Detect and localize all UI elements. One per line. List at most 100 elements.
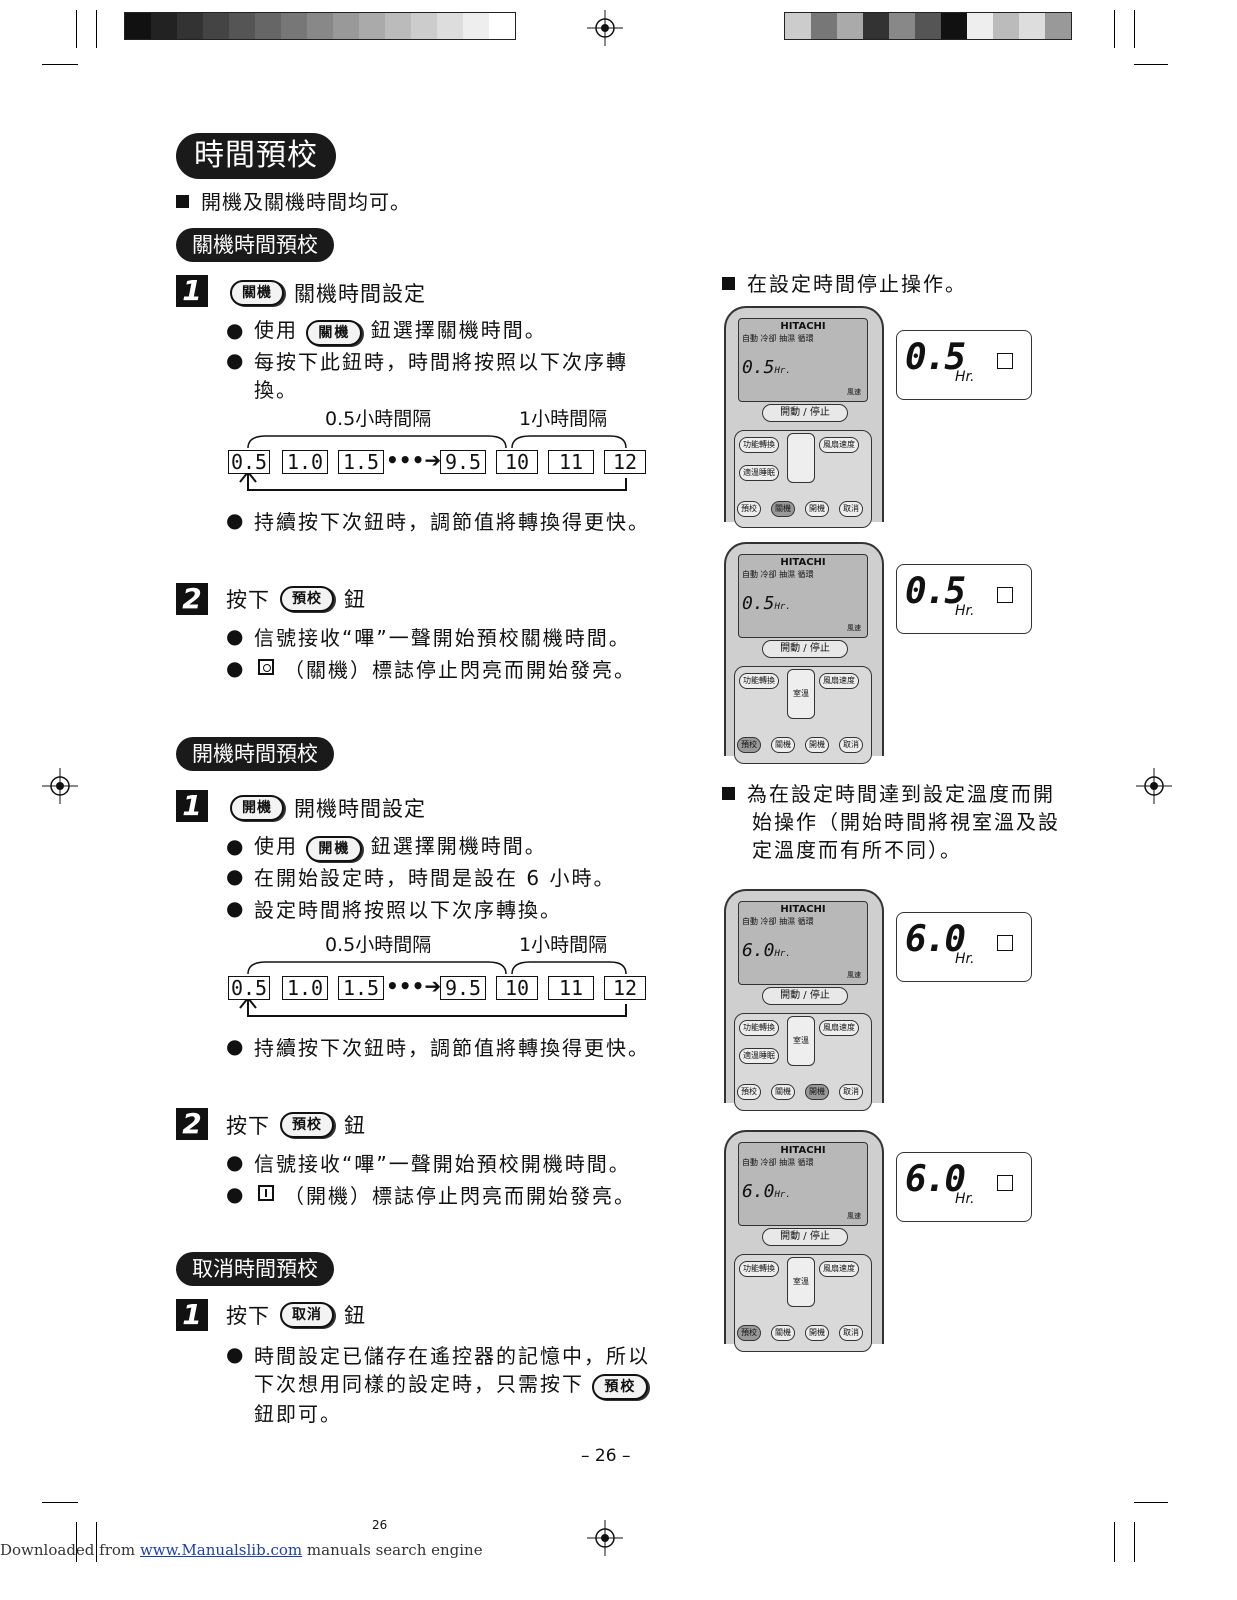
manualslib-link[interactable]: www.Manualslib.com bbox=[139, 1541, 303, 1559]
bullet-dot: ● bbox=[226, 348, 244, 372]
on-step1: 開機 開機時間設定 bbox=[230, 793, 426, 823]
page-title: 時間預校 bbox=[176, 133, 336, 179]
crop-mark bbox=[1114, 10, 1115, 48]
seq-label-half: 0.5小時間隔 bbox=[325, 408, 432, 430]
step-number-2: 2 bbox=[176, 1108, 208, 1140]
lcd-zoom-on-set: 6.0 Hr. bbox=[896, 1152, 1032, 1222]
bullet-dot: ● bbox=[226, 1150, 244, 1174]
seq-value-0: 0.5 bbox=[228, 976, 270, 1000]
color-registration-bar-right bbox=[784, 12, 1072, 40]
on-bullet-6: （開機）標誌停止閃亮而開始發亮。 bbox=[284, 1184, 636, 1208]
seq-label-hour: 1小時間隔 bbox=[519, 408, 608, 430]
crop-mark bbox=[1134, 64, 1168, 65]
on-bullet-3: 設定時間將按照以下次序轉換。 bbox=[254, 898, 562, 922]
lcd-zoom-off-blinking: 0.5 Hr. bbox=[896, 330, 1032, 400]
seq-value-4: 10 bbox=[496, 450, 538, 474]
step-number-1: 1 bbox=[176, 275, 208, 307]
on-timer-icon bbox=[258, 1185, 274, 1201]
registration-target-icon bbox=[1136, 768, 1172, 804]
remote-lcd: HITACHI 自動 冷卻 抽濕 循環 6.0Hr. 風速 bbox=[738, 901, 868, 985]
remote-controller-illustration: HITACHI 自動 冷卻 抽濕 循環 6.0Hr. 風速 開動 / 停止 功能… bbox=[724, 889, 884, 1111]
registration-target-icon bbox=[42, 768, 78, 804]
remote-controller-illustration: HITACHI 自動 冷卻 抽濕 循環 0.5Hr. 風速 開動 / 停止 功能… bbox=[724, 306, 884, 528]
right-note-1: 在設定時間停止操作。 bbox=[722, 270, 967, 298]
cancel-section-heading: 取消時間預校 bbox=[176, 1252, 334, 1286]
square-bullet-icon bbox=[722, 277, 735, 290]
reserve-button-icon: 預校 bbox=[280, 1112, 334, 1138]
square-bullet-icon bbox=[176, 195, 189, 208]
bullet-dot: ● bbox=[226, 1034, 244, 1058]
on-button-icon: 開機 bbox=[230, 795, 284, 821]
off-button-icon: 關機 bbox=[230, 280, 284, 306]
remote-button-panel: 功能轉換 風扇速度 室溫 預校 關機 開機 取消 bbox=[734, 1254, 872, 1352]
crop-mark bbox=[1134, 1522, 1135, 1562]
lcd-zoom-on-blinking: 6.0 Hr. bbox=[896, 912, 1032, 982]
seq-value-5: 11 bbox=[548, 450, 594, 474]
crop-mark bbox=[42, 64, 78, 65]
seq-value-3: 9.5 bbox=[440, 976, 486, 1000]
seq-value-1: 1.0 bbox=[282, 976, 328, 1000]
remote-button-panel: 功能轉換 風扇速度 適溫睡眠 室溫 預校 關機 開機 取消 bbox=[734, 1013, 872, 1111]
on-section-heading: 開機時間預校 bbox=[176, 737, 334, 771]
on-bullet-4: 持續按下次鈕時，調節值將轉換得更快。 bbox=[254, 1036, 650, 1060]
remote-button-panel: 功能轉換 風扇速度 適溫睡眠 預校 關機 開機 取消 bbox=[734, 430, 872, 528]
crop-mark bbox=[1134, 1502, 1168, 1503]
bullet-dot: ● bbox=[226, 508, 244, 532]
off-bullet-4: 信號接收“嗶”一聲開始預校關機時間。 bbox=[254, 626, 631, 650]
lcd-zoom-off-set: 0.5 Hr. bbox=[896, 564, 1032, 634]
crop-mark bbox=[76, 1522, 77, 1562]
step-number-1: 1 bbox=[176, 1299, 208, 1331]
remote-lcd: HITACHI 自動 冷卻 抽濕 循環 0.5Hr. 風速 bbox=[738, 554, 868, 638]
square-bullet-icon bbox=[722, 787, 735, 800]
bullet-dot: ● bbox=[226, 864, 244, 888]
blinking-on-timer-icon bbox=[997, 935, 1013, 951]
seq-value-2: 1.5 bbox=[338, 976, 384, 1000]
crop-mark bbox=[96, 10, 97, 48]
remote-controller-illustration: HITACHI 自動 冷卻 抽濕 循環 0.5Hr. 風速 開動 / 停止 功能… bbox=[724, 542, 884, 764]
page-number: – 26 – bbox=[581, 1446, 631, 1466]
on-bullet-5: 信號接收“嗶”一聲開始預校開機時間。 bbox=[254, 1152, 631, 1176]
off-bullet-1: ●使用 關機 鈕選擇關機時間。 bbox=[226, 316, 664, 346]
bullet-dot: ● bbox=[226, 1342, 244, 1366]
crop-mark bbox=[76, 10, 77, 48]
on-timer-icon bbox=[997, 1175, 1013, 1191]
registration-target-icon bbox=[587, 1520, 623, 1556]
crop-mark bbox=[42, 1502, 78, 1503]
off-bullet-3: 持續按下次鈕時，調節值將轉換得更快。 bbox=[254, 510, 650, 534]
download-footer: Downloaded from www.Manualslib.com manua… bbox=[0, 1541, 483, 1559]
on-bullet-2: 在開始設定時，時間是設在 6 小時。 bbox=[254, 866, 616, 890]
remote-lcd: HITACHI 自動 冷卻 抽濕 循環 6.0Hr. 風速 bbox=[738, 1142, 868, 1226]
off-bullet-2: 每按下此鈕時，時間將按照以下次序轉換。 bbox=[254, 350, 628, 402]
right-note-2: 為在設定時間達到設定溫度而開始操作（開始時間將視室溫及設定溫度而有所不同）。 bbox=[722, 780, 1072, 864]
seq-label-hour: 1小時間隔 bbox=[519, 934, 608, 956]
on-step2: 按下 預校 鈕 bbox=[226, 1112, 366, 1138]
reserve-button-icon: 預校 bbox=[280, 586, 334, 612]
intro-note: 開機及關機時間均可。 bbox=[176, 186, 411, 215]
on-button-icon: 開機 bbox=[306, 836, 363, 862]
seq-value-3: 9.5 bbox=[440, 450, 486, 474]
cancel-button-icon: 取消 bbox=[280, 1302, 334, 1328]
seq-value-6: 12 bbox=[604, 976, 646, 1000]
off-section-heading: 關機時間預校 bbox=[176, 228, 334, 262]
step-number-2: 2 bbox=[176, 583, 208, 615]
crop-mark bbox=[1134, 10, 1135, 48]
seq-value-5: 11 bbox=[548, 976, 594, 1000]
reserve-button-icon: 預校 bbox=[592, 1374, 649, 1400]
cancel-step1: 按下 取消 鈕 bbox=[226, 1302, 366, 1328]
seq-value-1: 1.0 bbox=[282, 450, 328, 474]
seq-value-6: 12 bbox=[604, 450, 646, 474]
off-bullet-5: （關機）標誌停止閃亮而開始發亮。 bbox=[284, 658, 636, 682]
off-step2: 按下 預校 鈕 bbox=[226, 586, 366, 612]
color-registration-bar-left bbox=[124, 12, 516, 40]
remote-controller-illustration: HITACHI 自動 冷卻 抽濕 循環 6.0Hr. 風速 開動 / 停止 功能… bbox=[724, 1130, 884, 1352]
cancel-bullet-1: 時間設定已儲存在遙控器的記憶中，所以下次想用同樣的設定時，只需按下 預校 鈕即可… bbox=[254, 1344, 650, 1426]
off-step1-label: 關機時間設定 bbox=[294, 282, 426, 306]
off-step1: 關機 關機時間設定 bbox=[230, 278, 426, 308]
bullet-dot: ● bbox=[226, 896, 244, 920]
off-timer-icon bbox=[258, 659, 274, 675]
blinking-off-timer-icon bbox=[997, 353, 1013, 369]
seq-ellipsis: •••➔ bbox=[386, 974, 442, 998]
bullet-dot: ● bbox=[226, 656, 244, 680]
seq-ellipsis: •••➔ bbox=[386, 448, 442, 472]
seq-label-half: 0.5小時間隔 bbox=[325, 934, 432, 956]
